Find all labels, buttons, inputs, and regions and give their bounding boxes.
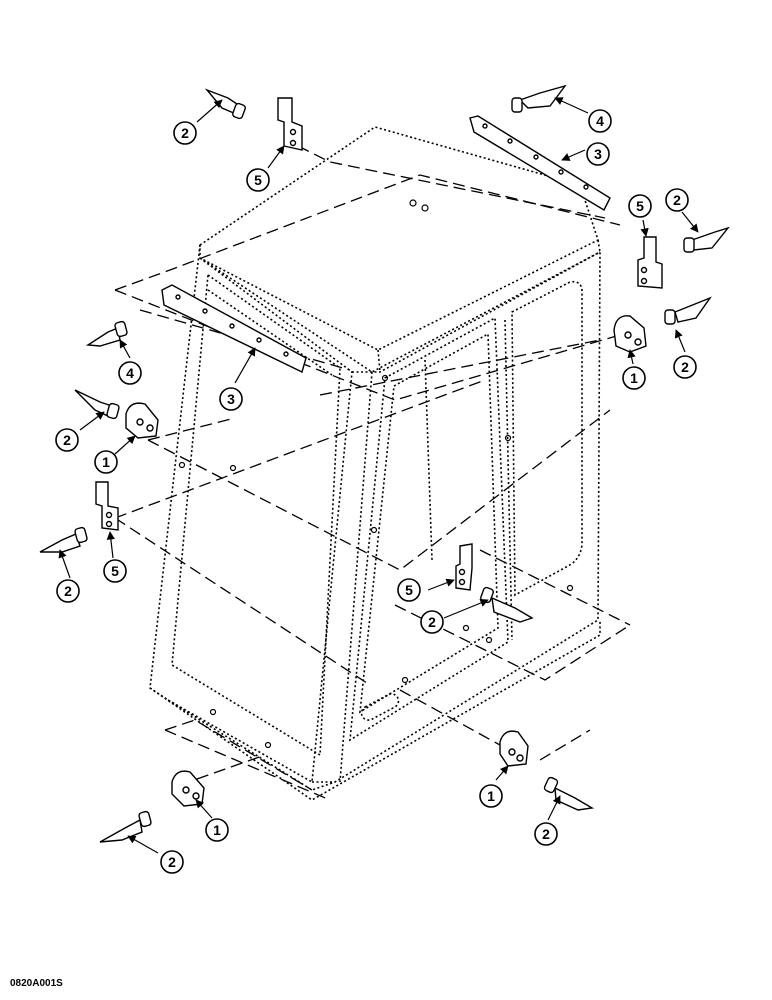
callout-circle: [622, 366, 646, 390]
callout-circle: [628, 194, 652, 218]
callout-strip-3: 3: [586, 142, 610, 166]
callout-circle: [205, 818, 229, 842]
callout-circle: [160, 850, 184, 874]
callout-number: 4: [596, 113, 604, 129]
pin-left-low: [39, 526, 88, 553]
callout-number: 2: [181, 125, 189, 141]
callout-circle: [246, 168, 270, 192]
clip-left: [125, 402, 159, 439]
callout-bracket-5: 5: [103, 559, 127, 583]
alignment-lines: [114, 145, 631, 801]
callout-number: 3: [594, 146, 602, 162]
pin-bottom-left: [99, 810, 152, 843]
right-window: [511, 280, 583, 597]
bracket-center: [455, 543, 473, 591]
cab-left-side: [149, 244, 353, 784]
callout-circle: [534, 822, 558, 846]
callout-number: 2: [64, 583, 72, 599]
callout-clip-1: 1: [479, 784, 503, 808]
pin-right-lower: [664, 296, 712, 325]
clip-bottom-right: [499, 730, 529, 767]
callout-pin-4: 4: [118, 361, 142, 385]
callout-number: 2: [63, 432, 71, 448]
callout-bracket-5: 5: [397, 578, 421, 602]
pin-bottom-right: [543, 776, 595, 811]
callout-bracket-5: 5: [628, 194, 652, 218]
callout-pin-2: 2: [665, 188, 689, 212]
clip-right: [613, 315, 647, 353]
callout-circle: [479, 784, 503, 808]
door-handle: [360, 693, 400, 721]
strip-left: [161, 284, 307, 373]
callout-clip-1: 1: [94, 450, 118, 474]
clips: [125, 315, 647, 807]
strips: [161, 115, 611, 373]
clip-bottom-left: [171, 770, 205, 807]
callout-number: 4: [126, 365, 134, 381]
callout-clip-1: 1: [622, 366, 646, 390]
callout-circle: [94, 450, 118, 474]
callout-pin-2: 2: [673, 355, 697, 379]
callout-circle: [118, 361, 142, 385]
cab-frame: [149, 126, 601, 801]
callout-pin-2: 2: [55, 428, 79, 452]
callout-number: 5: [405, 582, 413, 598]
pin-top-right: [511, 84, 567, 113]
callout-circle: [397, 578, 421, 602]
callout-number: 5: [111, 563, 119, 579]
callout-number: 1: [630, 370, 638, 386]
callout-number: 2: [673, 192, 681, 208]
callout-circle: [420, 610, 444, 634]
callout-strip-3: 3: [219, 387, 243, 411]
callout-number: 2: [542, 826, 550, 842]
bracket-top: [277, 97, 303, 151]
pin-left-4: [85, 320, 128, 347]
callout-circle: [103, 559, 127, 583]
callout-circle: [586, 142, 610, 166]
figure-code: 0820A001S: [10, 978, 63, 989]
callout-circle: [56, 579, 80, 603]
callout-number: 2: [428, 614, 436, 630]
frame-holes: [178, 199, 574, 749]
callout-pin-2: 2: [534, 822, 558, 846]
callout-number: 2: [681, 359, 689, 375]
cab-front: [312, 250, 601, 783]
callout-circle: [55, 428, 79, 452]
callout-pin-2: 2: [173, 121, 197, 145]
cab-base: [149, 620, 601, 801]
brackets: [95, 97, 663, 591]
callout-pin-4: 4: [588, 109, 612, 133]
callout-number: 3: [227, 391, 235, 407]
callout-number: 2: [168, 854, 176, 870]
strip-top-right: [469, 115, 611, 211]
callout-number: 5: [254, 172, 262, 188]
callout-circle: [673, 355, 697, 379]
callout-number: 1: [102, 454, 110, 470]
callout-circle: [588, 109, 612, 133]
callout-pin-2: 2: [56, 579, 80, 603]
callout-number: 1: [213, 822, 221, 838]
leader-lines: [58, 97, 699, 854]
callout-pin-2: 2: [420, 610, 444, 634]
callout-clip-1: 1: [205, 818, 229, 842]
pin-right-upper: [683, 226, 730, 253]
callout-circle: [173, 121, 197, 145]
callout-number: 5: [636, 198, 644, 214]
bracket-left: [95, 481, 119, 531]
pin-center: [480, 586, 534, 623]
callout-pin-2: 2: [160, 850, 184, 874]
pin-top-left: [204, 88, 246, 120]
cab-door: [349, 316, 509, 742]
callout-circle: [665, 188, 689, 212]
callout-number: 1: [487, 788, 495, 804]
bracket-right: [637, 236, 663, 289]
callout-circle: [219, 387, 243, 411]
callout-bracket-5: 5: [246, 168, 270, 192]
pins: [39, 84, 730, 843]
pin-left-mid: [74, 389, 120, 420]
